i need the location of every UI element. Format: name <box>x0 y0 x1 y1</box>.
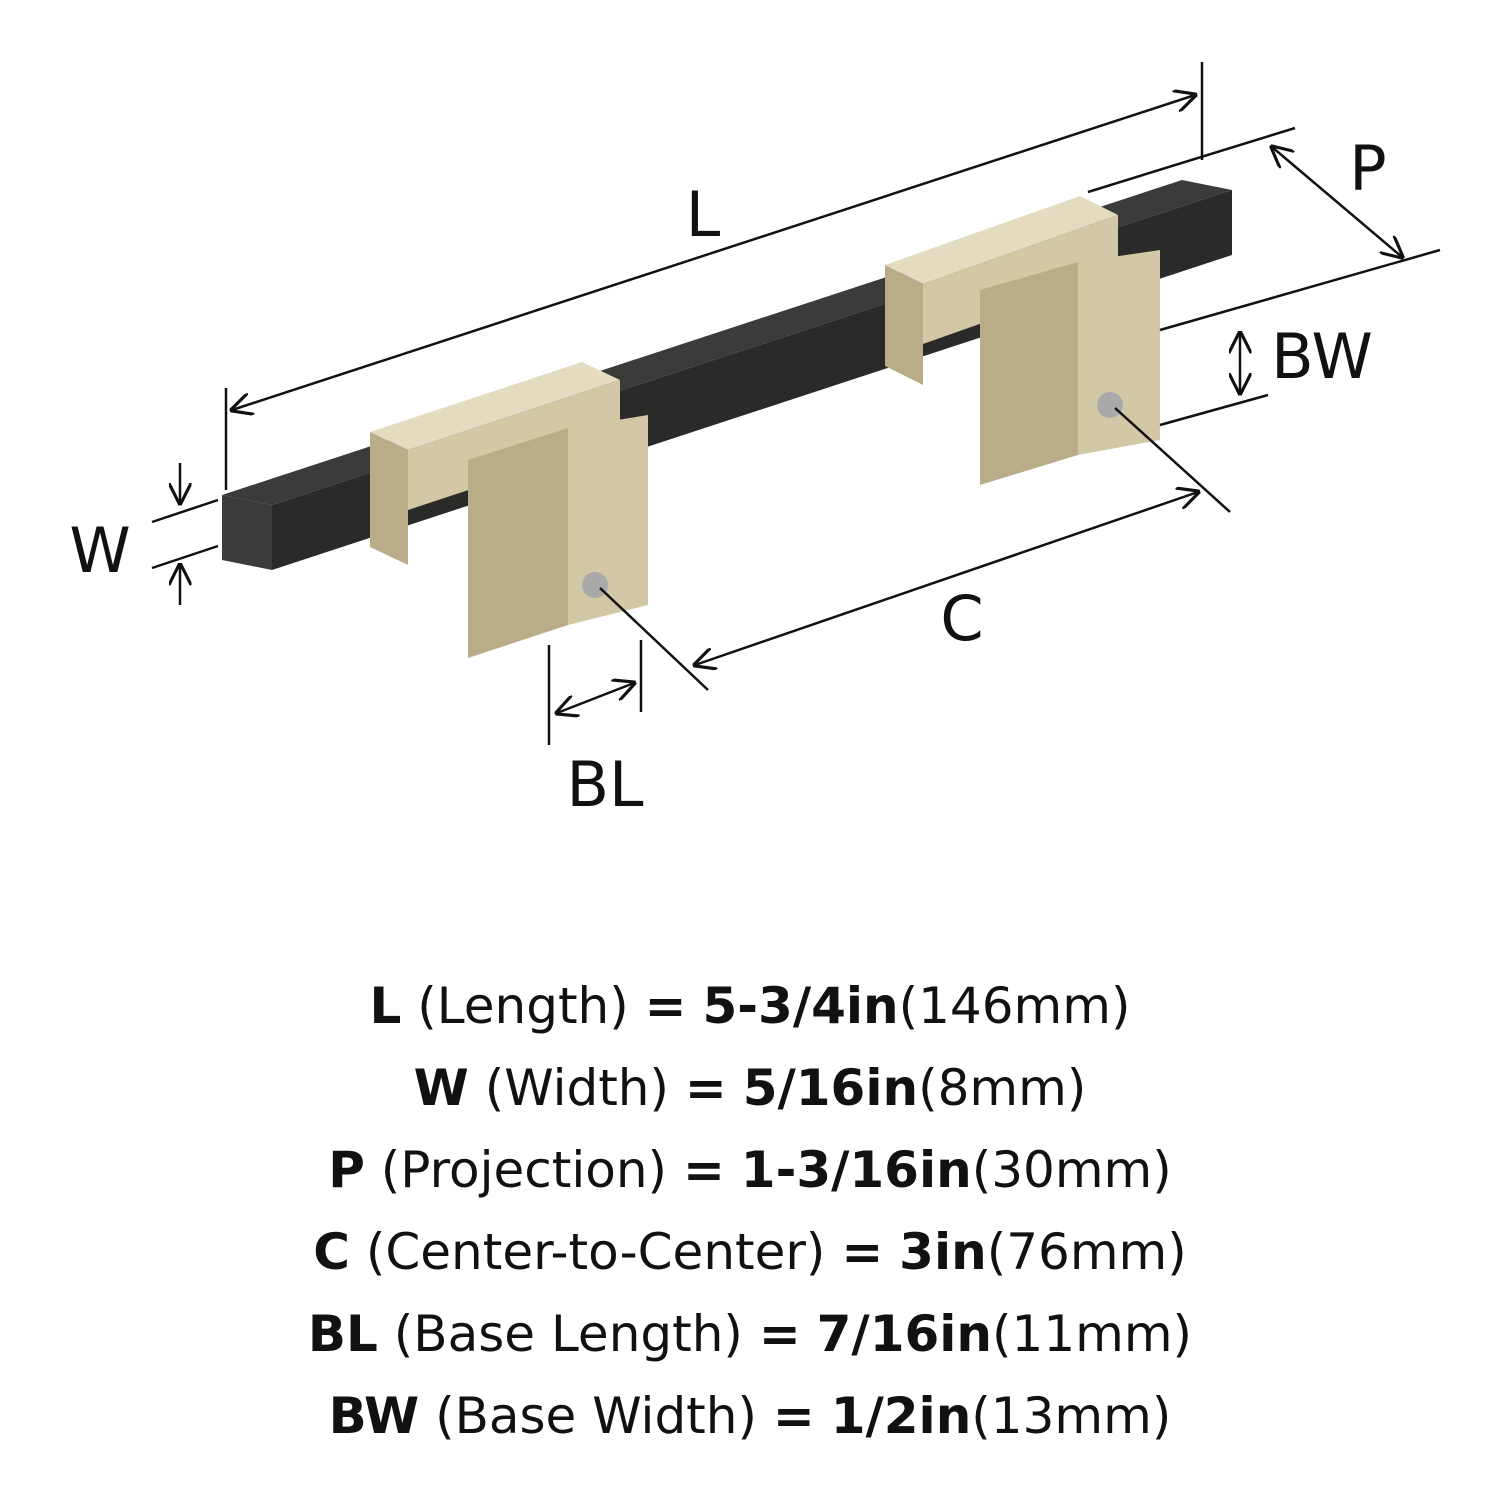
left-post-stem-face <box>568 415 648 625</box>
spec-equals: = <box>841 1223 884 1281</box>
spec-base-length: BL (Base Length) = 7/16in(11mm) <box>0 1293 1500 1375</box>
p-extension-bottom <box>1159 248 1441 332</box>
spec-code: BL <box>307 1305 378 1363</box>
spec-metric: (76mm) <box>986 1223 1187 1281</box>
right-post-side-face <box>885 265 923 385</box>
c-leader-left <box>599 587 709 691</box>
left-post-side-face <box>370 432 408 565</box>
spec-imperial: 1-3/16in <box>740 1141 972 1199</box>
w-extension-top <box>151 498 219 524</box>
spec-imperial: 3in <box>899 1223 987 1281</box>
label-w: W <box>69 514 130 587</box>
spec-length: L (Length) = 5-3/4in(146mm) <box>0 965 1500 1047</box>
spec-code: P <box>328 1141 365 1199</box>
spec-equals: = <box>644 977 687 1035</box>
label-bl: BL <box>566 748 644 821</box>
spec-name: (Width) <box>484 1059 669 1117</box>
right-post-stem-face <box>1078 250 1160 455</box>
spec-projection: P (Projection) = 1-3/16in(30mm) <box>0 1129 1500 1211</box>
dimension-lines <box>151 62 1441 745</box>
spec-name: (Projection) <box>380 1141 668 1199</box>
spec-base-width: BW (Base Width) = 1/2in(13mm) <box>0 1375 1500 1457</box>
right-screw-hole <box>1097 392 1123 418</box>
left-screw-hole <box>582 572 608 598</box>
bw-extension-bottom <box>1159 393 1269 427</box>
spec-equals: = <box>682 1141 725 1199</box>
label-c: C <box>940 582 983 655</box>
l-dimension-arrow <box>232 95 1195 410</box>
label-p: P <box>1349 132 1386 205</box>
spec-code: C <box>313 1223 350 1281</box>
spec-name: (Base Length) <box>393 1305 743 1363</box>
spec-imperial: 7/16in <box>816 1305 993 1363</box>
spec-metric: (8mm) <box>918 1059 1087 1117</box>
spec-imperial: 5-3/4in <box>702 977 899 1035</box>
spec-center-to-center: C (Center-to-Center) = 3in(76mm) <box>0 1211 1500 1293</box>
spec-metric: (30mm) <box>971 1141 1172 1199</box>
bl-dimension-arrow <box>557 683 634 713</box>
spec-metric: (146mm) <box>898 977 1131 1035</box>
spec-code: W <box>413 1059 469 1117</box>
label-l: L <box>686 178 721 251</box>
bar-end-face <box>222 495 272 570</box>
dimension-specs: L (Length) = 5-3/4in(146mm) W (Width) = … <box>0 965 1500 1457</box>
handle-dimension-diagram: L P BW W C BL <box>69 62 1441 821</box>
spec-imperial: 5/16in <box>742 1059 919 1117</box>
spec-code: L <box>369 977 402 1035</box>
right-post-stem-side <box>980 262 1078 485</box>
c-dimension-arrow <box>695 492 1198 665</box>
spec-equals: = <box>758 1305 801 1363</box>
spec-equals: = <box>684 1059 727 1117</box>
p-extension-top <box>1087 126 1296 194</box>
spec-width: W (Width) = 5/16in(8mm) <box>0 1047 1500 1129</box>
spec-name: (Center-to-Center) <box>365 1223 826 1281</box>
p-dimension-arrow <box>1272 147 1402 257</box>
spec-metric: (13mm) <box>971 1387 1172 1445</box>
label-bw: BW <box>1271 320 1373 393</box>
spec-metric: (11mm) <box>992 1305 1193 1363</box>
w-extension-bottom <box>151 544 219 570</box>
c-leader-right <box>1114 407 1231 513</box>
spec-imperial: 1/2in <box>830 1387 972 1445</box>
left-post-stem-side <box>468 428 568 658</box>
spec-code: BW <box>328 1387 420 1445</box>
spec-name: (Length) <box>417 977 629 1035</box>
spec-name: (Base Width) <box>435 1387 757 1445</box>
spec-equals: = <box>772 1387 815 1445</box>
